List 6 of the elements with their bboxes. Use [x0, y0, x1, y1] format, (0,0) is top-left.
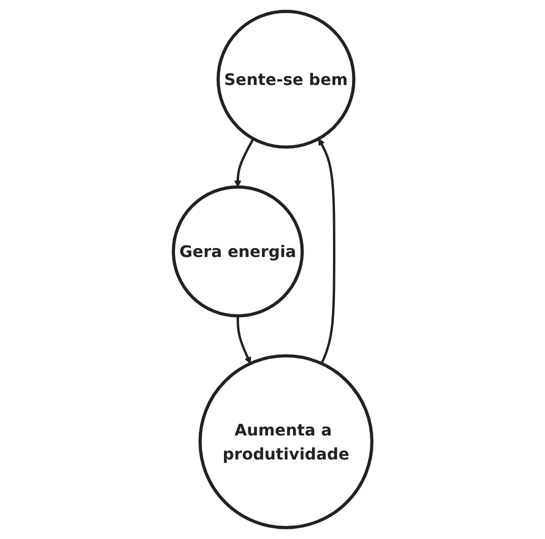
node-circle: Sente-se bem [216, 10, 356, 149]
arrow [234, 138, 254, 188]
node-circle: Aumenta a produtividade [198, 354, 374, 530]
arrow [236, 316, 251, 364]
arrow [318, 138, 336, 364]
node-circle: Gera energia [172, 185, 304, 318]
